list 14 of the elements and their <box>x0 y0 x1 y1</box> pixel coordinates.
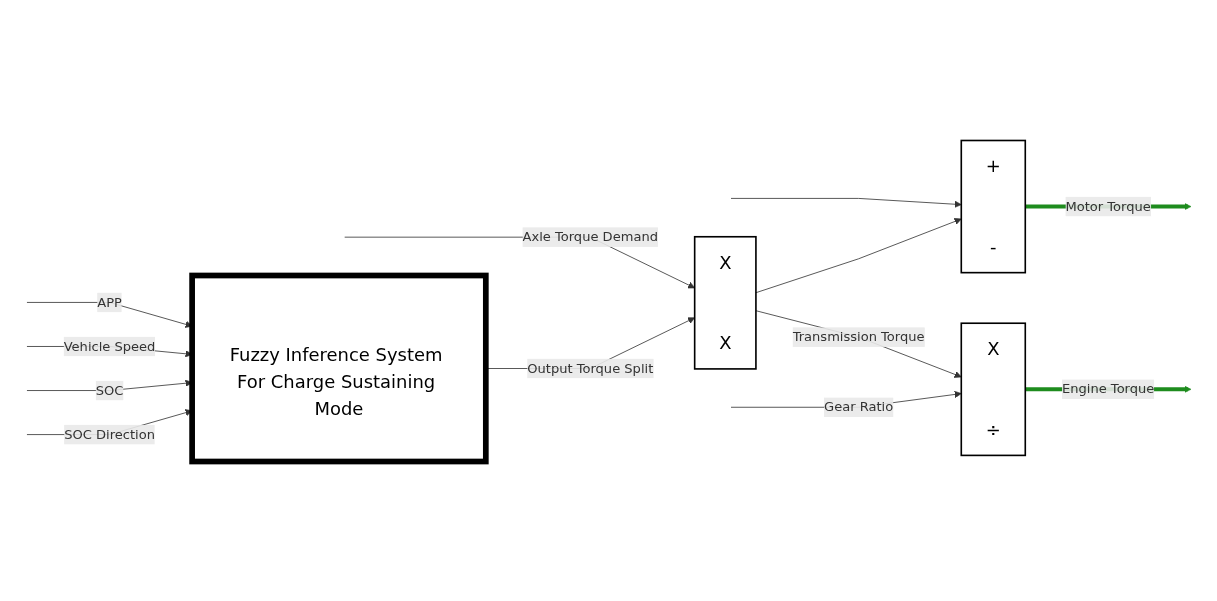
node-box: X X <box>693 235 757 370</box>
node-box: X ÷ <box>959 321 1026 456</box>
edge-label: Engine Torque <box>1061 380 1154 397</box>
edge-label: Output Torque Split <box>526 359 653 376</box>
edge-label: SOC Direction <box>63 425 155 442</box>
edge-label: Gear Ratio <box>823 398 893 415</box>
edge-label: Motor Torque <box>1064 197 1151 214</box>
edge-label: SOC <box>95 381 123 398</box>
edge-label: Transmission Torque <box>792 328 925 344</box>
edge-label: Axle Torque Demand <box>522 228 658 245</box>
edge-label: APP <box>96 293 122 310</box>
node-box: Fuzzy Inference System For Charge Sustaining Mode <box>188 272 489 464</box>
edge-label: Vehicle Speed <box>63 337 155 354</box>
node-box: + - <box>959 139 1026 273</box>
